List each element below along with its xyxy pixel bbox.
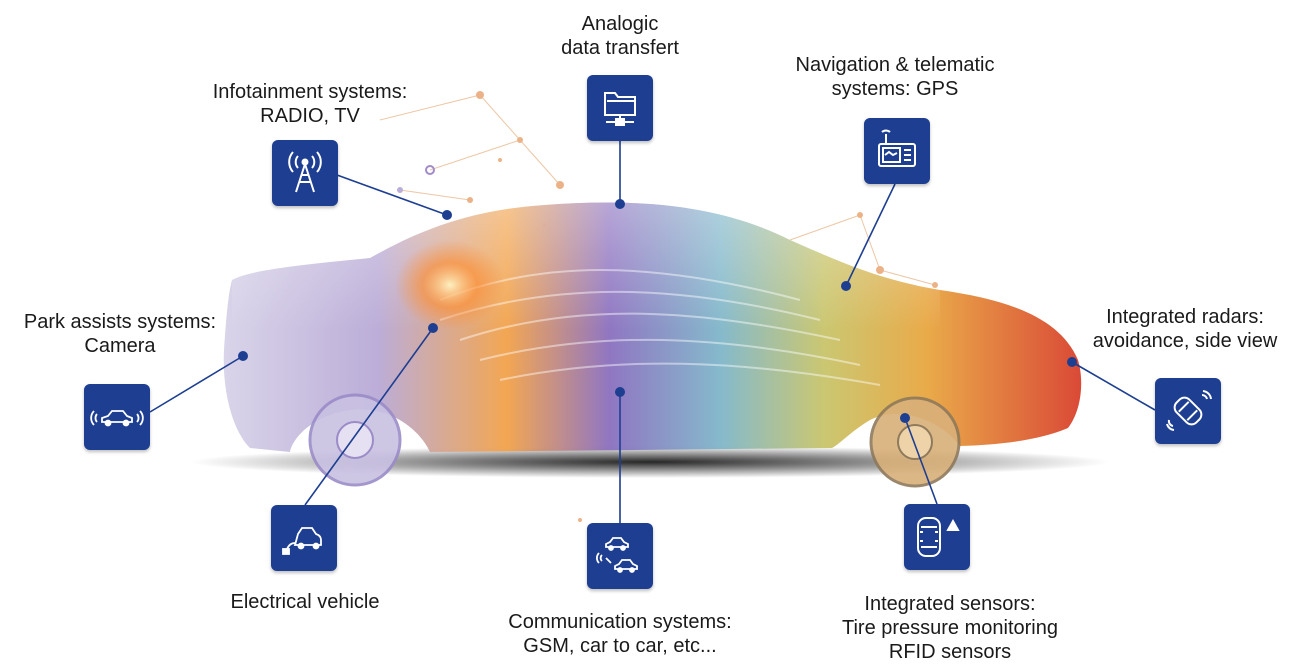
tile-radars <box>1155 378 1221 444</box>
label-sensors: Integrated sensors: Tire pressure monito… <box>841 593 1058 663</box>
connector-dot <box>615 199 625 209</box>
tile-park-assist <box>84 384 150 450</box>
tile-infotainment <box>272 140 338 206</box>
label-park-assist: Park assists systems: Camera <box>23 311 217 357</box>
label-radars: Integrated radars: avoidance, side view <box>1092 306 1278 352</box>
car-sensor-waves-icon <box>90 410 144 427</box>
connector-dot <box>900 413 910 423</box>
label-communication: Communication systems: GSM, car to car, … <box>508 611 732 657</box>
connector-dot <box>1067 357 1077 367</box>
gps-device-icon <box>878 129 916 167</box>
connector-dot <box>841 281 851 291</box>
connector-dot <box>442 210 452 220</box>
connector-dot <box>238 351 248 361</box>
label-navigation: Navigation & telematic systems: GPS <box>795 54 995 100</box>
tile-sensors <box>904 504 970 570</box>
connector-dot <box>428 323 438 333</box>
label-analogic: Analogic data transfert <box>561 13 679 59</box>
label-infotainment: Infotainment systems: RADIO, TV <box>212 81 408 127</box>
label-electrical-vehicle: Electrical vehicle <box>230 591 380 613</box>
car-topview-warning-icon <box>917 517 960 557</box>
tile-electrical-vehicle <box>271 505 337 571</box>
tile-navigation <box>864 118 930 184</box>
radio-tower-icon <box>288 151 322 193</box>
car-radar-icon <box>1166 390 1212 431</box>
car-to-car-icon <box>596 537 638 573</box>
folder-network-icon <box>604 92 636 126</box>
tile-analogic <box>587 75 653 141</box>
electric-car-plug-icon <box>282 527 322 555</box>
tile-communication <box>587 523 653 589</box>
connector-dot <box>615 387 625 397</box>
